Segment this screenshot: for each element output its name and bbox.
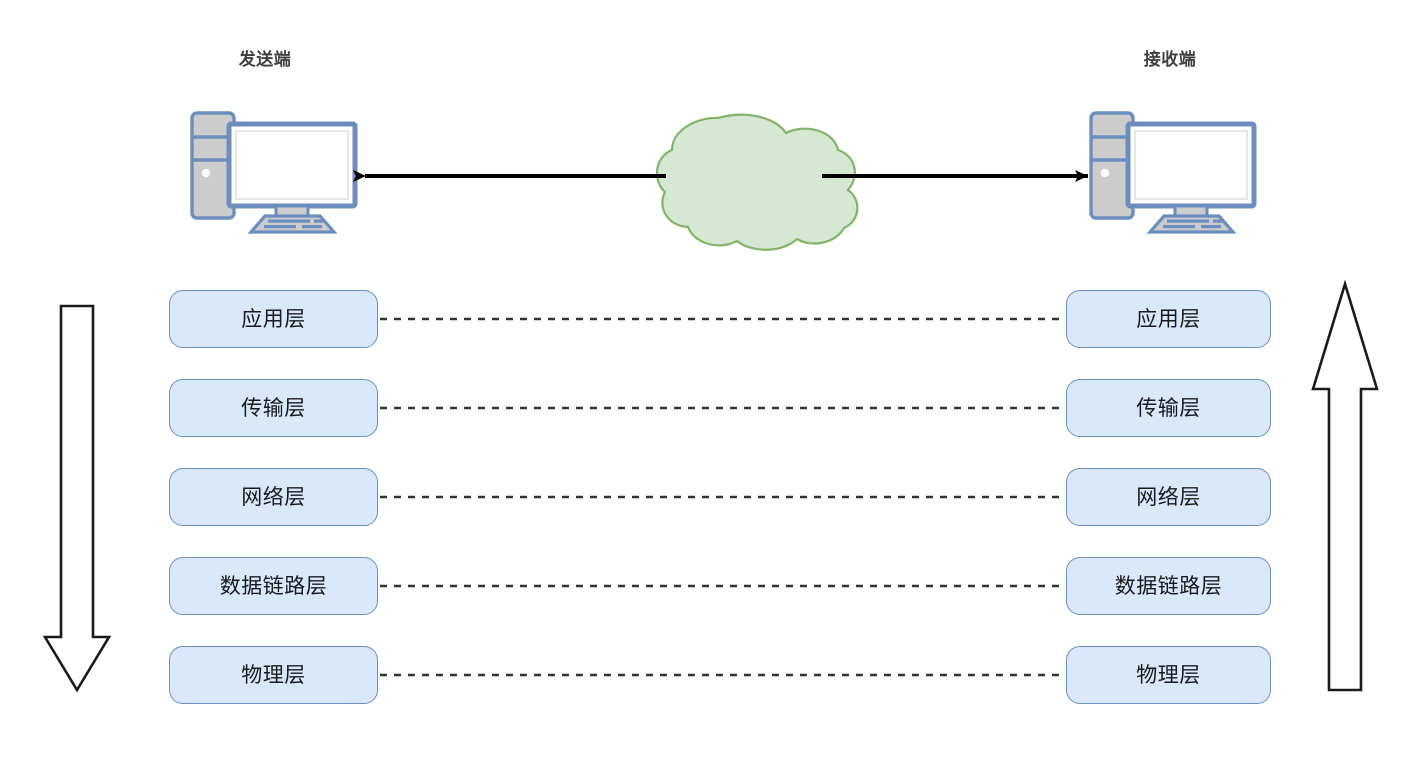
sender-layer-label-transport: 传输层 xyxy=(241,396,306,420)
receiver-layer-label-application: 应用层 xyxy=(1136,307,1201,331)
sender-layer-label-physical: 物理层 xyxy=(241,663,306,687)
decapsulation-arrow xyxy=(1311,279,1379,692)
sender-computer-icon xyxy=(190,111,358,234)
receiver-layer-label-network: 网络层 xyxy=(1136,485,1201,509)
receiver-screen xyxy=(1134,130,1248,200)
sender-layer-box-application[interactable]: 应用层 xyxy=(169,290,378,348)
sender-layer-label-network: 网络层 xyxy=(241,485,306,509)
receiver-layer-label-physical: 物理层 xyxy=(1136,663,1201,687)
sender-keyboard-keys-3 xyxy=(264,225,296,229)
receiver-keyboard-keys-4 xyxy=(1201,225,1221,229)
sender-layer-box-network[interactable]: 网络层 xyxy=(169,468,378,526)
sender-layer-box-transport[interactable]: 传输层 xyxy=(169,379,378,437)
sender-layer-box-physical[interactable]: 物理层 xyxy=(169,646,378,704)
receiver-keyboard-keys-1 xyxy=(1167,219,1209,223)
sender-keyboard-keys-2 xyxy=(314,219,325,223)
encapsulation-arrow xyxy=(42,304,112,693)
peer-connectors xyxy=(380,317,1064,677)
receiver-layer-box-transport[interactable]: 传输层 xyxy=(1066,379,1271,437)
receiver-computer-icon xyxy=(1089,111,1257,234)
receiver-layer-label-datalink: 数据链路层 xyxy=(1114,574,1223,598)
sender-title: 发送端 xyxy=(238,50,292,69)
receiver-keyboard xyxy=(1146,214,1237,234)
sender-keyboard xyxy=(247,214,338,234)
sender-keyboard-keys-1 xyxy=(268,219,310,223)
sender-layer-box-datalink[interactable]: 数据链路层 xyxy=(169,557,378,615)
receiver-layer-box-datalink[interactable]: 数据链路层 xyxy=(1066,557,1271,615)
receiver-layer-box-network[interactable]: 网络层 xyxy=(1066,468,1271,526)
cloud-icon xyxy=(655,113,859,251)
receiver-layer-box-physical[interactable]: 物理层 xyxy=(1066,646,1271,704)
sender-screen xyxy=(235,130,349,200)
receiver-layer-label-transport: 传输层 xyxy=(1136,396,1201,420)
receiver-layer-box-application[interactable]: 应用层 xyxy=(1066,290,1271,348)
sender-keyboard-keys-4 xyxy=(302,225,322,229)
sender-power-led xyxy=(201,168,211,178)
sender-layer-label-application: 应用层 xyxy=(241,307,306,331)
receiver-keyboard-keys-2 xyxy=(1213,219,1224,223)
sender-layer-label-datalink: 数据链路层 xyxy=(219,574,328,598)
receiver-power-led xyxy=(1100,168,1110,178)
receiver-title: 接收端 xyxy=(1143,50,1197,69)
receiver-keyboard-keys-3 xyxy=(1163,225,1195,229)
